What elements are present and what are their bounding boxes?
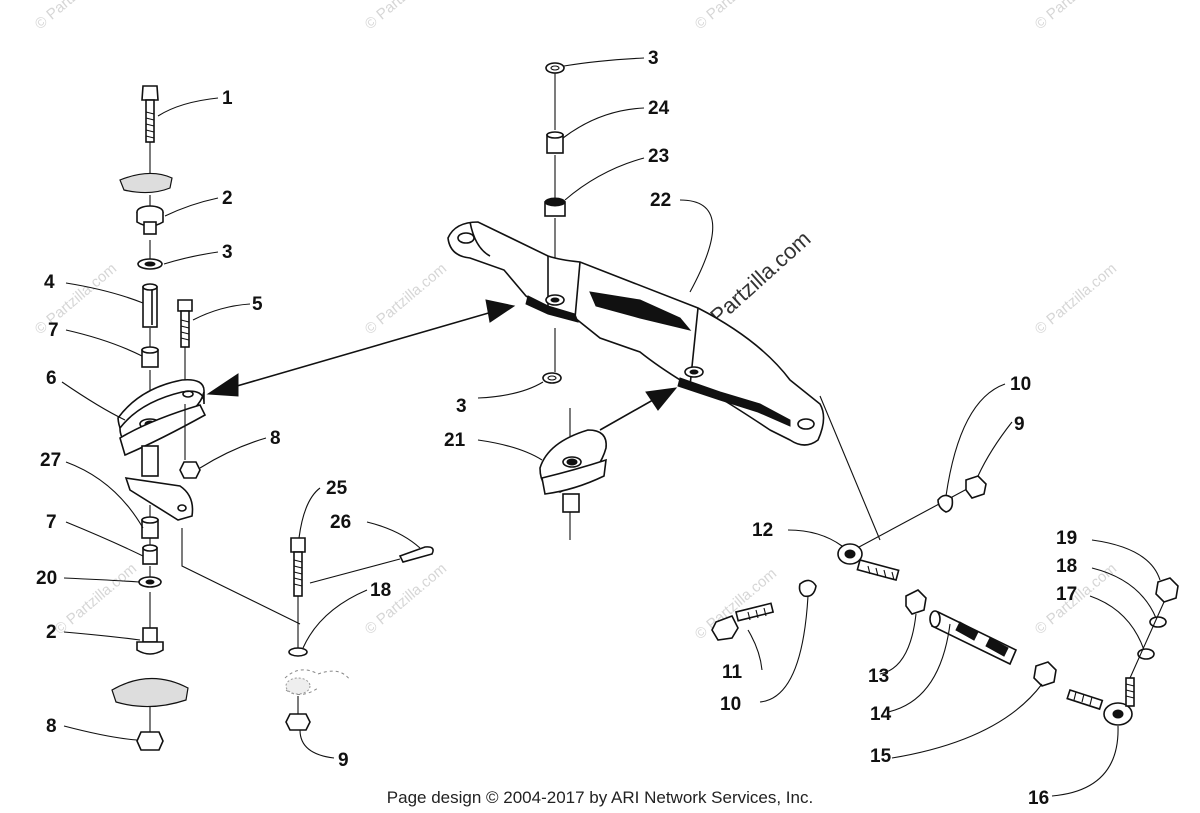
part-13-nut [905,589,927,615]
callout-11: 11 [722,662,743,683]
callout-3: 3 [222,242,233,263]
part-9-nut-mid [285,713,311,731]
middle-bolt-assembly [284,537,434,731]
callout-12: 12 [752,520,773,541]
callout-4: 4 [44,272,55,293]
callout-20: 20 [36,568,57,589]
callout-6: 6 [46,368,57,389]
part-3-washer-top [545,62,565,74]
callout-23: 23 [648,146,669,167]
part-27-bushing [141,516,159,539]
part-20-washer-hole [145,579,155,585]
callout-25: 25 [326,478,348,499]
part-5-bolt [177,299,193,395]
part-25-bolt [290,537,306,648]
callout-19: 19 [1056,528,1077,549]
callout-10: 10 [1010,374,1031,395]
watermark-text: © Partzilla.com [692,0,780,33]
callout-2: 2 [46,622,57,643]
part-18-washer-right [1149,616,1167,628]
callout-1: 1 [222,88,233,109]
part-22-center-beam [447,221,881,541]
callout-7: 7 [46,512,57,533]
callout-3: 3 [648,48,659,69]
leader-lines [61,57,1161,797]
part-8-nut-lower [136,731,164,751]
part-2-spacer-top [136,205,164,235]
part-1-bolt [141,85,159,143]
callout-8: 8 [270,428,281,449]
center-stack [542,62,566,384]
callout-2: 2 [222,188,233,209]
callout-21: 21 [444,430,466,451]
right-tie-rod-assembly [711,475,1179,726]
callout-7: 7 [48,320,59,341]
watermark-text: © Partzilla.com [362,260,450,338]
part-12-ball-joint [837,543,900,581]
copyright-footer: Page design © 2004-2017 by ARI Network S… [387,788,813,807]
part-16-tie-rod-end [1066,677,1135,726]
callout-14: 14 [870,704,892,725]
callout-18: 18 [1056,556,1077,577]
part-6-steering-arm [117,378,207,521]
part-washer-lower [111,677,189,708]
callout-27: 27 [40,450,61,471]
part-10-washer-lower [798,579,817,598]
callout-labels: 1 2 3 4 5 6 7 8 27 7 20 2 8 25 26 18 9 3… [36,48,1077,809]
watermark-text: © Partzilla.com [32,0,120,33]
part-4-sleeve [142,283,158,328]
part-26-cotter-pin [309,546,434,584]
part-15-nut [1033,661,1057,687]
part-24-bushing [546,131,564,154]
watermark-text: © Partzilla.com [1032,260,1120,338]
part-14-adjuster-sleeve [929,610,1018,666]
callout-26: 26 [330,512,351,533]
watermark-text: © Partzilla.com [362,0,450,33]
callout-13: 13 [868,666,889,687]
part-21-spindle-arm [539,408,607,540]
leader-line [181,528,301,625]
watermark-text: © Partzilla.com [1032,0,1120,33]
callout-22: 22 [650,190,671,211]
part-18-washer-mid [288,647,308,657]
callout-9: 9 [1014,414,1025,435]
part-23-bushing [544,197,566,217]
part-7-bushing-lower [142,544,158,565]
watermark-text: © Partzilla.com [52,560,140,638]
callout-10: 10 [720,694,741,715]
part-10-washer-top [937,494,954,513]
part-3-washer-hole [144,261,156,267]
callout-18: 18 [370,580,391,601]
part-9-nut-right [965,475,987,499]
left-spindle-assembly [111,85,301,751]
callout-16: 16 [1028,788,1049,809]
callout-17: 17 [1056,584,1077,605]
part-7-bushing-top [141,346,159,368]
callout-8: 8 [46,716,57,737]
part-11-bolt [711,602,775,641]
callout-24: 24 [648,98,670,119]
callout-3: 3 [456,396,467,417]
callout-15: 15 [870,746,892,767]
leader-line [819,395,881,541]
part-2-spacer-lower [136,627,164,655]
callout-9: 9 [338,750,349,771]
part-19-nut [1155,577,1179,603]
part-3-washer-bottom [542,372,562,384]
part-washer-top [119,172,173,194]
callout-5: 5 [252,294,263,315]
hidden-link-ghost [284,669,351,695]
relation-arrows [206,299,678,431]
part-8-nut-top [179,461,201,479]
